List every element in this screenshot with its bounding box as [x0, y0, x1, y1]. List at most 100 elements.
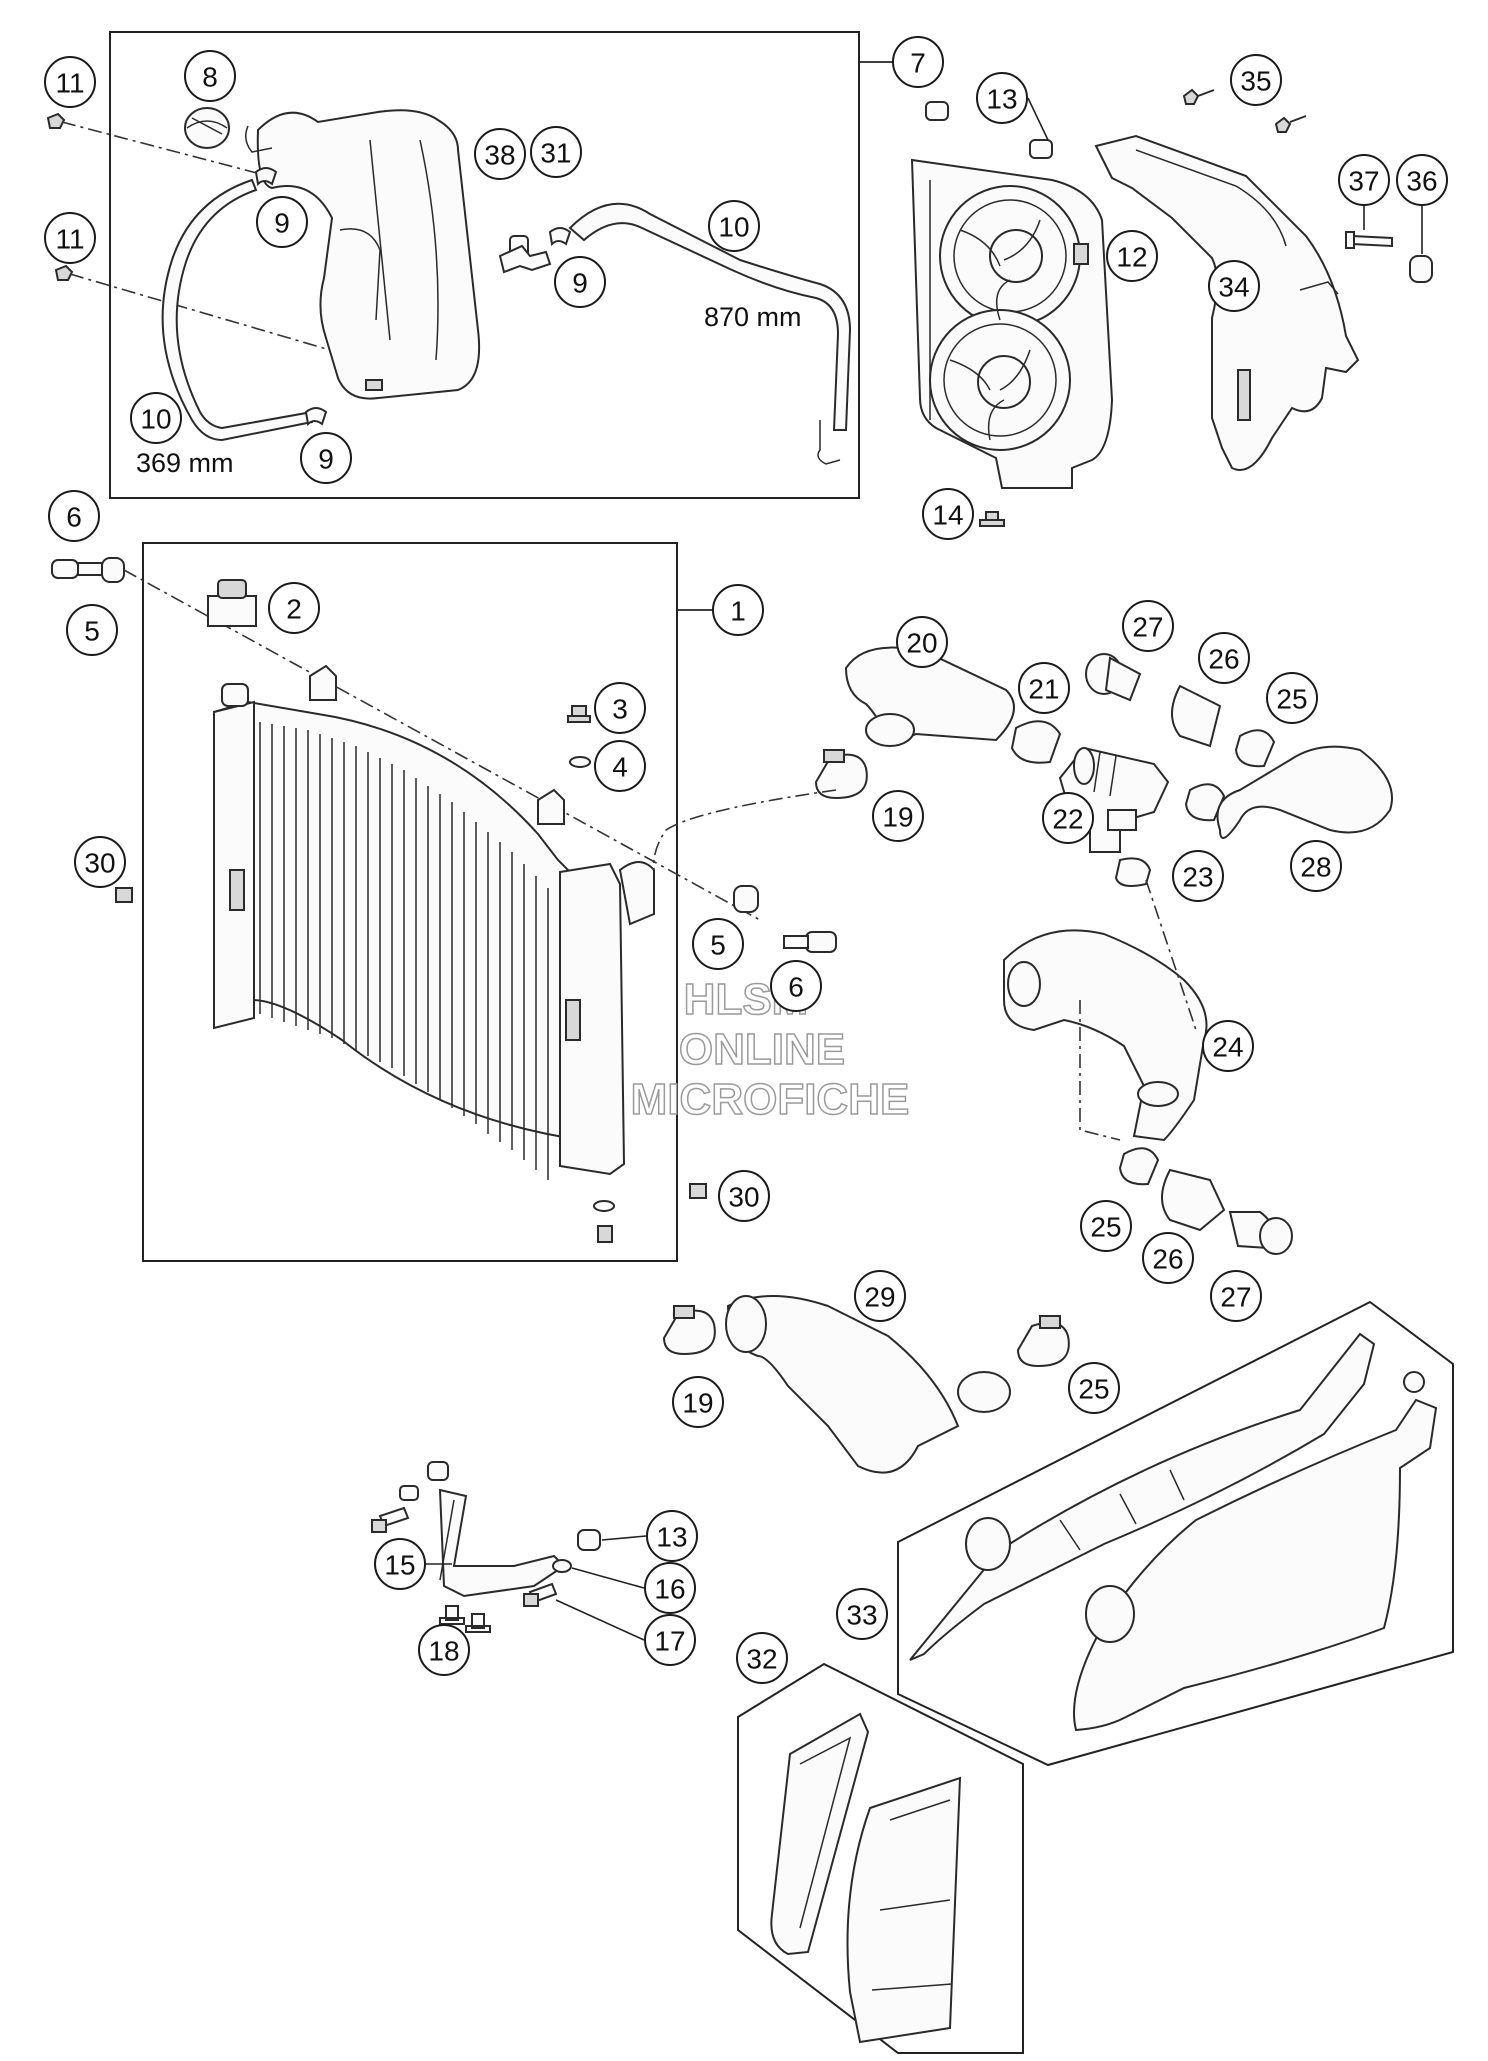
callout-number: 3: [612, 694, 628, 725]
callout-number: 31: [540, 138, 571, 169]
callout-circle: [594, 740, 646, 792]
callout-circle: [1208, 260, 1260, 312]
watermark-line2: ONLINE: [679, 1025, 845, 1074]
callout-circle: [736, 1632, 788, 1684]
callout-number: 25: [1090, 1212, 1121, 1243]
screw-11-bottom: [54, 264, 331, 351]
callout-6: 6: [48, 490, 100, 542]
callout-circle: [712, 584, 764, 636]
hose-29: [725, 1295, 1011, 1474]
bracket-15: [438, 1488, 566, 1598]
callout-number: 7: [910, 48, 926, 79]
callout-number: 8: [202, 62, 218, 93]
callout-9: 9: [300, 432, 352, 484]
rubber-grommets-13: [925, 101, 1053, 159]
hose-clamp-23: [1114, 783, 1226, 887]
callout-circle: [672, 1376, 724, 1428]
watermark: HLSM ONLINE MICROFICHE: [630, 974, 910, 1125]
callout-circle: [1106, 230, 1158, 282]
bolt-6-left: [51, 559, 103, 579]
hose-24: [1003, 879, 1208, 1142]
callout-30: 30: [74, 836, 126, 888]
callout-number: 36: [1406, 166, 1437, 197]
callout-number: 6: [788, 972, 804, 1003]
callout-32: 32: [736, 1632, 788, 1684]
callout-7: 7: [859, 36, 944, 88]
washer-16: [552, 1559, 572, 1573]
callout-6: 6: [770, 960, 822, 1012]
hose-clamp-25-top: [1234, 729, 1276, 768]
callout-number: 38: [484, 140, 515, 171]
callout-circle: [644, 1614, 696, 1666]
callout-circle: [418, 1624, 470, 1676]
callout-circle: [1230, 54, 1282, 106]
radiator: [212, 664, 655, 1180]
callout-14: 14: [922, 488, 974, 540]
callout-circle: [922, 488, 974, 540]
callout-number: 13: [656, 1522, 687, 1553]
callout-number: 5: [84, 616, 100, 647]
hose-28: [1216, 745, 1393, 839]
callout-10: 10: [130, 392, 182, 444]
callout-circle: [1142, 1232, 1194, 1284]
callout-21: 21: [1018, 662, 1070, 714]
callout-35: 35: [1230, 54, 1282, 106]
callout-number: 35: [1240, 66, 1271, 97]
callout-circle: [770, 960, 822, 1012]
callout-19: 19: [872, 790, 924, 842]
side-cover-group: [770, 1712, 962, 2044]
callout-number: 28: [1300, 852, 1331, 883]
callout-circle: [66, 604, 118, 656]
callout-9: 9: [256, 196, 308, 248]
callout-27: 27: [1122, 600, 1174, 652]
frames: [109, 31, 1454, 2054]
callout-33: 33: [836, 1588, 888, 1640]
callout-circle: [708, 200, 760, 252]
callout-circle: [74, 836, 126, 888]
callout-number: 26: [1152, 1244, 1183, 1275]
callout-16: 16: [571, 1562, 696, 1614]
callout-2: 2: [268, 582, 320, 634]
callout-13: 13: [601, 1510, 698, 1562]
hose-clamp-25-bottom: [1016, 1315, 1070, 1368]
callout-number: 14: [932, 500, 963, 531]
callout-4: 4: [594, 740, 646, 792]
callout-circle: [300, 432, 352, 484]
callout-number: 9: [274, 208, 290, 239]
callout-circle: [854, 1270, 906, 1322]
callout-number: 20: [906, 628, 937, 659]
callout-circle: [644, 1562, 696, 1614]
callout-circle: [1018, 662, 1070, 714]
screws-35: [1182, 88, 1307, 133]
callout-number: 25: [1276, 684, 1307, 715]
callout-number: 26: [1208, 644, 1239, 675]
callout-circle: [896, 616, 948, 668]
callout-number: 19: [882, 802, 913, 833]
spoiler-group: [909, 1332, 1438, 1732]
callout-34: 34: [1208, 260, 1260, 312]
callout-number: 37: [1348, 166, 1379, 197]
callout-number: 9: [318, 444, 334, 475]
expansion-tank-cap: [184, 107, 230, 149]
callout-circle: [184, 50, 236, 102]
callout-circle: [1290, 840, 1342, 892]
grommets-top: [399, 1461, 449, 1501]
coolant-hose-group: [662, 646, 1393, 1474]
callout-circle: [474, 128, 526, 180]
callout-number: 34: [1218, 272, 1249, 303]
callout-number: 29: [864, 1282, 895, 1313]
callout-number: 18: [428, 1636, 459, 1667]
screw-3: [567, 705, 591, 723]
bolt-6-right: [783, 931, 837, 953]
screw-14: [979, 511, 1005, 527]
callout-20: 20: [896, 616, 948, 668]
callout-number: 13: [986, 84, 1017, 115]
callout-25: 25: [1266, 672, 1318, 724]
callout-circle: [646, 1510, 698, 1562]
callout-number: 27: [1220, 1282, 1251, 1313]
side-cover-right: [846, 1776, 962, 2044]
callout-26: 26: [1198, 632, 1250, 684]
callout-29: 29: [854, 1270, 906, 1322]
callout-15: 15: [374, 1538, 452, 1590]
callout-leader: [555, 1599, 645, 1641]
